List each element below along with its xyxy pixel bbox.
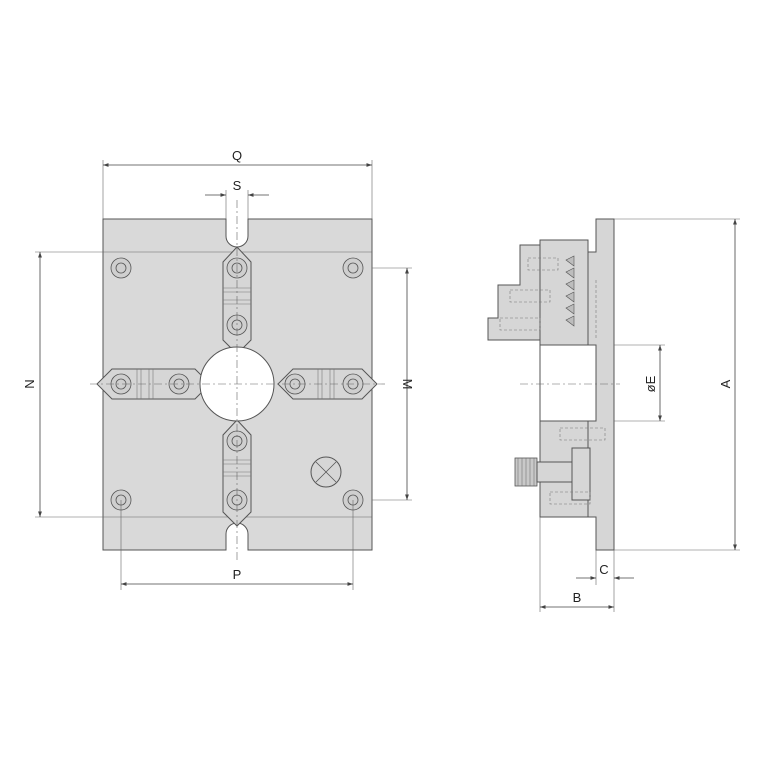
cross-key [310,456,342,488]
flange [587,218,615,551]
dim-b-label: B [573,590,582,605]
dim-s-label: S [233,178,242,193]
dim-e-label: øE [643,375,658,392]
dim-c-label: C [599,562,608,577]
dim-q-label: Q [232,148,242,163]
side-view: øE A C B [487,218,740,612]
upper-jaw [487,244,541,341]
dim-n-label: N [22,379,37,388]
bore-section [539,344,597,422]
dim-p-label: P [233,567,242,582]
chuck-body-upper [539,239,589,346]
front-view: Q S N M P [22,148,415,590]
dim-a-label: A [718,379,733,388]
dim-m-label: M [400,379,415,390]
